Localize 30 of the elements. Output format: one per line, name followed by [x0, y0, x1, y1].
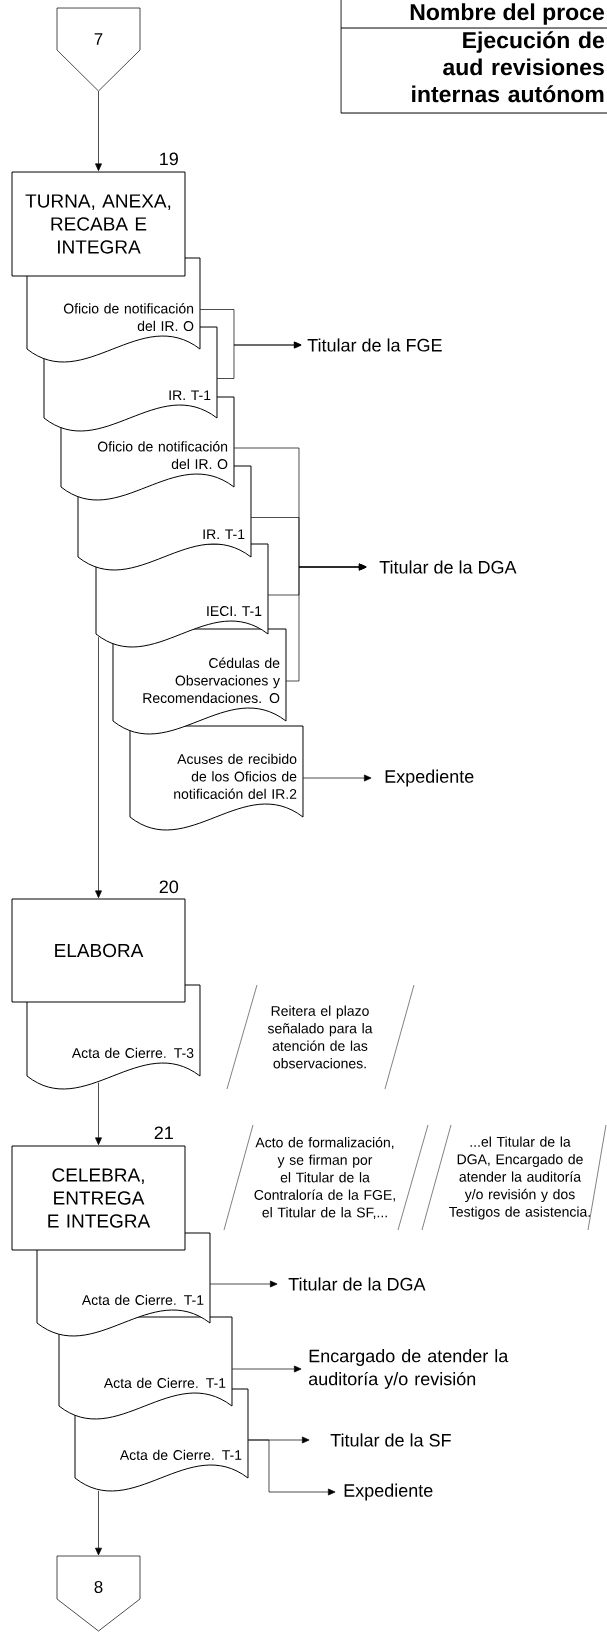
arrow — [231, 1365, 302, 1373]
arrow — [216, 341, 302, 379]
arrow — [302, 774, 372, 782]
annotation-note: Reitera el plazo señalado para la atención de las observaciones. — [226, 984, 415, 1090]
off-page-connector: 8 — [56, 1555, 141, 1632]
step-number: 20 — [159, 880, 179, 894]
header-cell: Nombre del proce — [340, 0, 607, 29]
step-number: 19 — [160, 152, 178, 166]
recipient-label: Expediente — [344, 1483, 433, 1501]
process-box: ELABORA — [11, 898, 186, 1003]
arrow — [95, 90, 102, 171]
arrow — [285, 563, 367, 682]
arrow — [95, 1137, 102, 1145]
arrow — [247, 1439, 336, 1496]
annotation-note: Acto de formalización, y se firman por el Titular de la Contraloría de la FGE, el Titular de la SF,... — [223, 1124, 429, 1231]
arrow — [95, 890, 102, 898]
recipient-label: Encargado de atender la auditoría y/o revisión — [308, 1349, 509, 1389]
recipient-label: Expediente — [385, 769, 474, 787]
recipient-label: Titular de la SF — [330, 1433, 451, 1447]
arrow — [95, 1547, 102, 1556]
off-page-connector: 7 — [56, 7, 141, 92]
recipient-label: Titular de la FGE — [307, 338, 442, 352]
recipient-label: Titular de la DGA — [379, 560, 517, 574]
step-number: 21 — [154, 1126, 173, 1139]
recipient-label: Titular de la DGA — [288, 1277, 426, 1291]
header-cell: Ejecución de aud revisiones internas autónom — [340, 27, 607, 114]
arrow — [209, 1280, 278, 1288]
process-box: TURNA, ANEXA, RECABA E INTEGRA — [11, 171, 186, 277]
process-box: CELEBRA, ENTREGA E INTEGRA — [11, 1145, 186, 1251]
annotation-note: ...el Titular de la DGA, Encargado de atender la auditoría y/o revisión y dos Testigos de asistencia. — [421, 1124, 607, 1231]
